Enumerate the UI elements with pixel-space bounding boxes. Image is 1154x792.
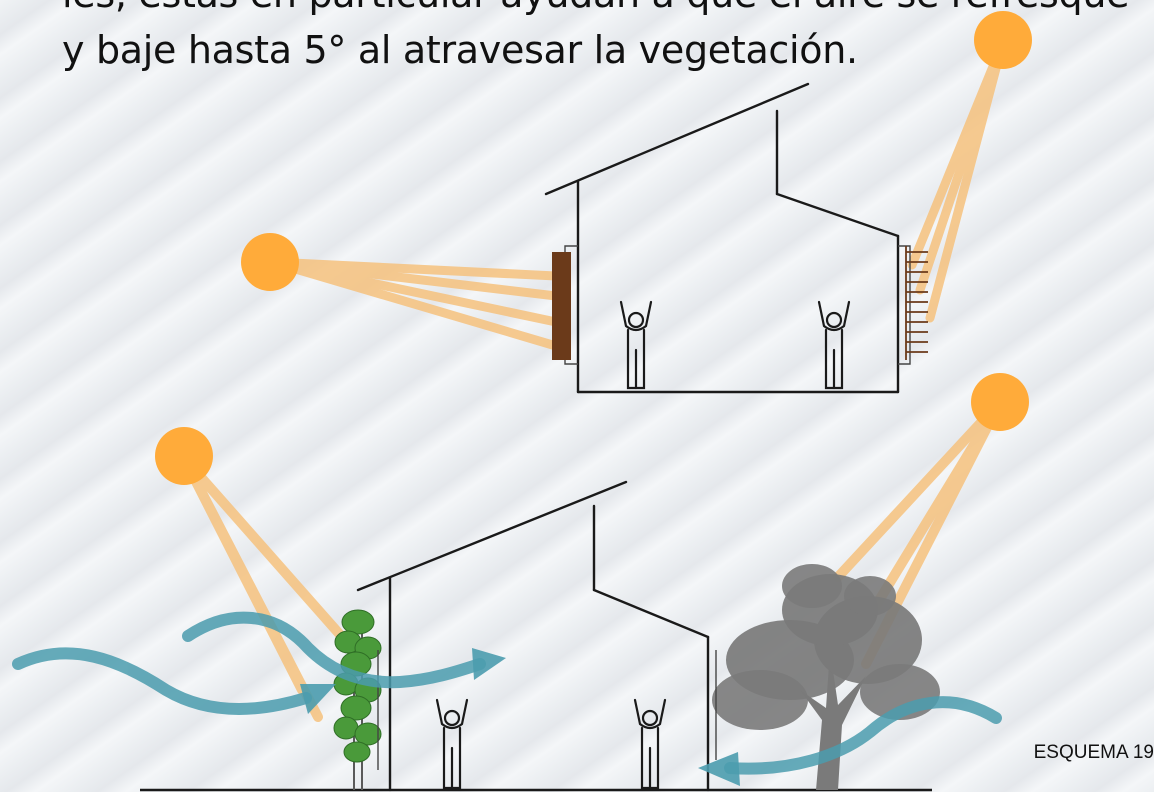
arrowhead-left bbox=[698, 752, 740, 786]
person-icon bbox=[435, 698, 469, 790]
wind-arrow-lower-right bbox=[724, 696, 1002, 775]
sun-rays-top-left bbox=[267, 257, 561, 351]
vine-plant-icon bbox=[333, 609, 382, 790]
person-icon bbox=[633, 698, 667, 790]
louvers bbox=[905, 246, 928, 360]
caption-line-1: les, estas en particular ayudan a que el… bbox=[62, 0, 1130, 22]
caption: les, estas en particular ayudan a que el… bbox=[62, 0, 1130, 78]
sun-bottom-right bbox=[971, 373, 1029, 431]
sun-top-right bbox=[974, 11, 1032, 69]
top-house-roof-left bbox=[544, 82, 810, 196]
top-house-scene bbox=[241, 11, 1032, 394]
wind-arrows bbox=[12, 611, 1002, 775]
tree-icon bbox=[712, 564, 940, 790]
person-icon bbox=[619, 300, 653, 390]
top-house-roof-right bbox=[775, 192, 900, 238]
bottom-house-roof-left bbox=[356, 480, 628, 592]
sun-top-left bbox=[241, 233, 299, 291]
sun-bottom-left bbox=[155, 427, 213, 485]
wind-arrow-upper-left bbox=[182, 611, 486, 689]
bottom-house bbox=[356, 480, 710, 792]
arrowhead-right-upper bbox=[472, 648, 506, 680]
caption-line-2: y baje hasta 5° al atravesar la vegetaci… bbox=[62, 28, 858, 72]
top-house-window-frames bbox=[564, 245, 911, 365]
schema-label: ESQUEMA 19 bbox=[1033, 742, 1154, 763]
person-icon bbox=[817, 300, 851, 390]
bottom-house-scene bbox=[12, 373, 1029, 792]
arrowhead-right-lower bbox=[300, 684, 336, 714]
sun-rays-top-right bbox=[907, 37, 1008, 323]
sun-rays-bottom-left bbox=[179, 453, 355, 722]
bottom-house-window-frames bbox=[377, 650, 717, 770]
wind-arrowheads bbox=[300, 648, 740, 786]
top-house bbox=[544, 82, 900, 394]
bottom-house-roof-right bbox=[592, 588, 710, 639]
wind-arrow-lower-left bbox=[12, 647, 312, 716]
shading-panel bbox=[552, 252, 571, 360]
